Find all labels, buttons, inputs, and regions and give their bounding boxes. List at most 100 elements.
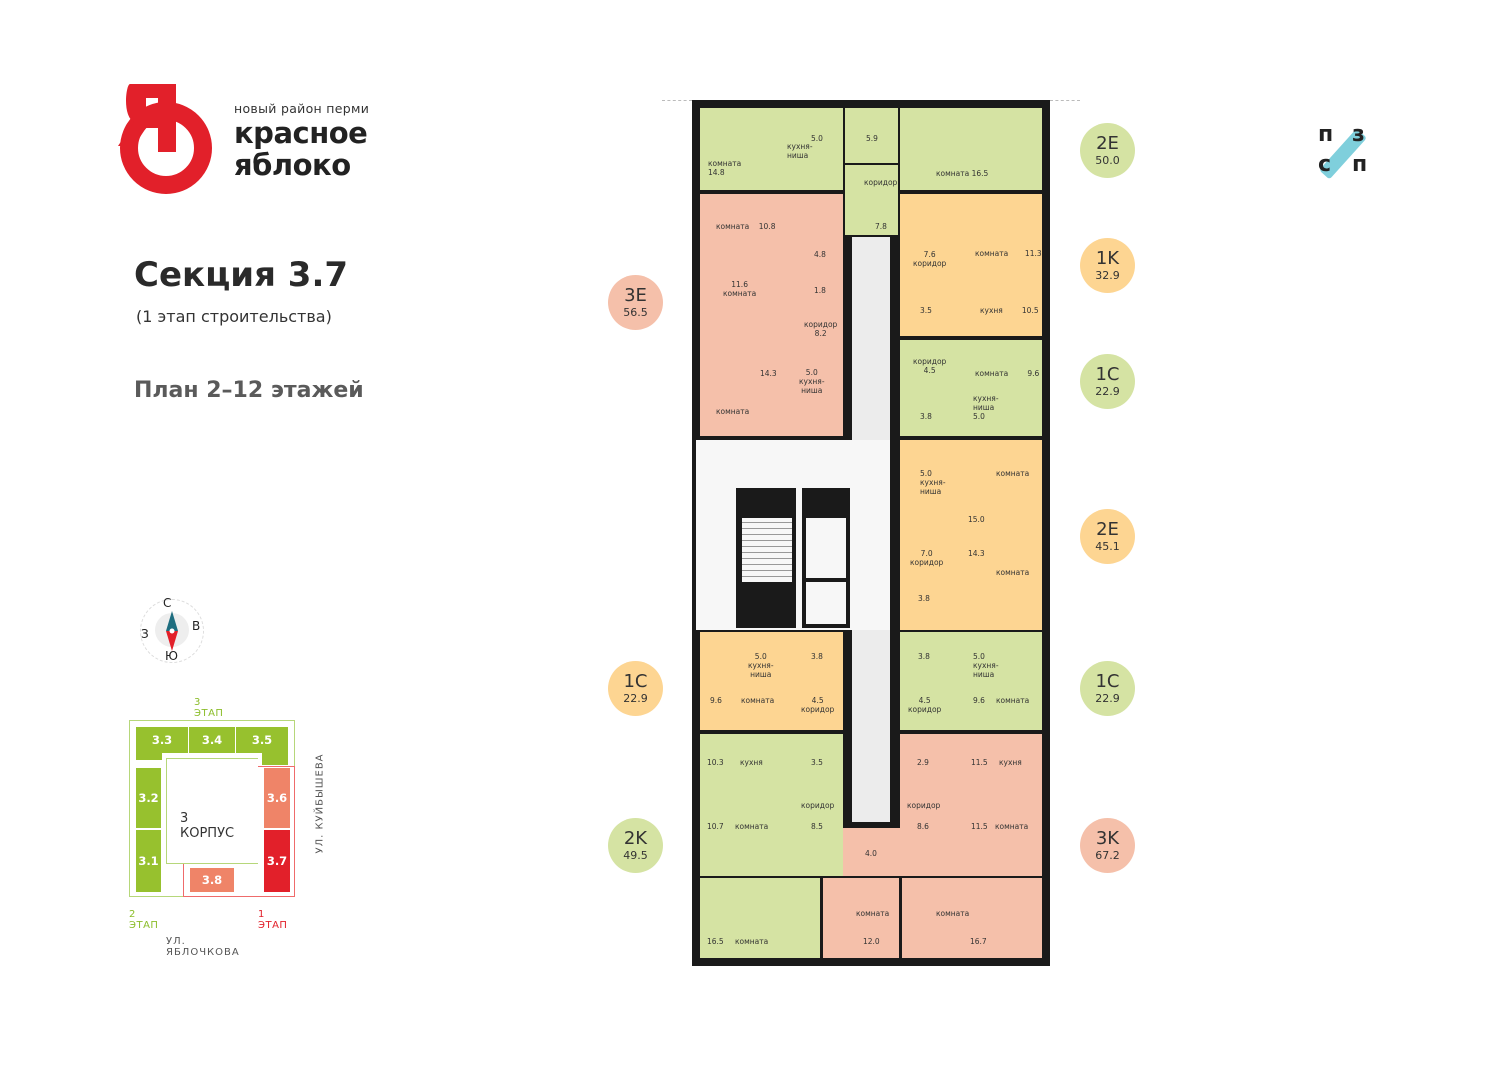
keymap-section-3.6[interactable]: 3.6: [264, 768, 290, 828]
keymap-section-3.5[interactable]: 3.5: [236, 727, 288, 753]
room-name: коридор: [864, 178, 898, 187]
apt-2k-49[interactable]: [700, 734, 843, 876]
room-area: 5.0: [811, 134, 823, 143]
room-area: 7.8: [875, 222, 887, 231]
stage3-label: 3 ЭТАП: [194, 697, 224, 719]
room-name: кухня: [740, 758, 763, 767]
room-area: 1.8: [814, 286, 826, 295]
room-label: комната 11.3: [975, 249, 1042, 258]
room-area: 3.5: [920, 306, 932, 315]
room-label: 5.0 кухня- ниша: [920, 469, 946, 496]
apartment-area: 45.1: [1095, 540, 1120, 553]
room-label: комната 10.8: [716, 222, 776, 231]
apt-1c-22-left[interactable]: [700, 632, 843, 730]
apt-1k-32[interactable]: [900, 194, 1042, 336]
krasnoe-yabloko-logo-mark: [118, 84, 212, 194]
lift-car: [806, 518, 846, 578]
room-area: 9.6: [973, 696, 985, 705]
room-area: 16.7: [970, 937, 987, 946]
apt-1c-22-right-bottom[interactable]: [900, 632, 1042, 730]
compass-north: С: [163, 596, 172, 610]
apt-2e-50-room2[interactable]: [900, 108, 1042, 190]
keymap-section-3.1[interactable]: 3.1: [136, 830, 161, 892]
apt-3e-56[interactable]: [700, 194, 843, 436]
apartment-type: 1C: [1095, 671, 1120, 692]
compass-needle-icon: [166, 611, 178, 651]
logo-letter: з: [1352, 122, 1365, 147]
floor-plan: [692, 100, 1050, 966]
common-corridor-south: [852, 632, 890, 822]
apartment-type: 1K: [1095, 248, 1120, 269]
apt-2e-50-room[interactable]: [700, 108, 843, 190]
apartment-type: 1C: [623, 671, 648, 692]
room-label: коридор 4.5: [913, 357, 947, 375]
room-area: 5.9: [866, 134, 878, 143]
apt-3k-67-bath[interactable]: [843, 828, 900, 876]
room-label: кухня 10.5: [980, 306, 1039, 315]
keymap-section-3.7-current[interactable]: 3.7: [264, 830, 290, 892]
compass: С Ю З В: [136, 596, 208, 665]
boundary-line: [1050, 100, 1080, 101]
apt-2k-49-bedroom[interactable]: [700, 878, 820, 958]
apartment-type: 3K: [1095, 828, 1120, 849]
section-title: Секция 3.7: [134, 255, 349, 295]
room-area: 4.8: [814, 250, 826, 259]
room-area: 8.6: [917, 822, 929, 831]
room-area: 3.8: [811, 652, 823, 661]
apartment-area: 22.9: [1095, 385, 1120, 398]
room-label: 5.0 кухня- ниша: [973, 652, 999, 679]
room-label: кухня- ниша 5.0: [973, 394, 999, 421]
logo-letter: п: [1352, 152, 1368, 177]
room-label: 5.0 кухня- ниша: [799, 368, 825, 395]
building-label: 3 КОРПУС: [180, 811, 235, 841]
apartment-area: 67.2: [1095, 849, 1120, 862]
room-name: комната: [995, 822, 1029, 831]
apartment-type: 2E: [1096, 133, 1119, 154]
apt-1c-22-right-top[interactable]: [900, 340, 1042, 436]
apartment-area: 22.9: [1095, 692, 1120, 705]
lift-car: [806, 582, 846, 624]
room-area: 8.5: [811, 822, 823, 831]
apt-3k-67[interactable]: [900, 734, 1042, 876]
apartment-area: 32.9: [1095, 269, 1120, 282]
apt-2e-50-corridor[interactable]: [845, 165, 898, 235]
apt-3k-67-bedrooms[interactable]: [823, 878, 1042, 958]
keymap-section-3.2[interactable]: 3.2: [136, 768, 161, 828]
keymap-section-3.4[interactable]: 3.4: [189, 727, 235, 753]
stairs: [742, 518, 792, 582]
room-area: 4.0: [865, 849, 877, 858]
keymap-section-3.8[interactable]: 3.8: [190, 868, 234, 892]
street-bottom-label: УЛ. ЯБЛОЧКОВА: [166, 936, 240, 958]
logo-name-line1: красное: [234, 116, 368, 150]
logo-letter: с: [1318, 152, 1332, 177]
room-label: 4.5 коридор: [908, 696, 942, 714]
room-label: коридор 8.2: [804, 320, 838, 338]
apt-2e-50-bath[interactable]: [845, 108, 898, 163]
room-name: комната: [741, 696, 775, 705]
keymap-section-3.3[interactable]: 3.3: [136, 727, 188, 753]
stage2-label: 2 ЭТАП: [129, 909, 159, 931]
apt-2e-45[interactable]: [900, 440, 1042, 630]
room-area: 3.8: [918, 652, 930, 661]
apartment-area: 50.0: [1095, 154, 1120, 167]
compass-south: Ю: [165, 649, 178, 663]
room-area: 11.5: [971, 758, 988, 767]
room-name: комната: [996, 568, 1030, 577]
logo-tagline: новый район перми: [234, 101, 370, 116]
room-name: комната: [936, 909, 970, 918]
room-label: 4.5 коридор: [801, 696, 835, 714]
apartment-type: 2E: [1096, 519, 1119, 540]
apartment-area: 56.5: [623, 306, 648, 319]
room-name: комната: [735, 822, 769, 831]
section-stage: (1 этап строительства): [136, 307, 332, 326]
